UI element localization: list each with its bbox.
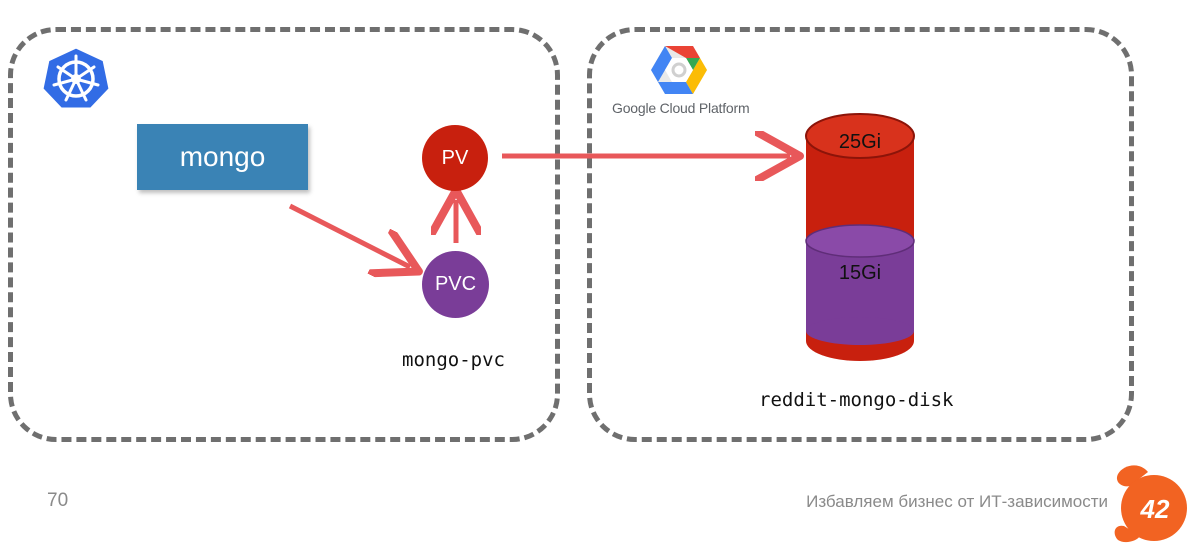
google-cloud-hexagon-icon — [651, 46, 707, 94]
pv-node: PV — [422, 125, 488, 191]
disk-name: reddit-mongo-disk — [759, 389, 954, 411]
page-number: 70 — [47, 490, 69, 511]
kubernetes-cluster-zone — [8, 27, 560, 442]
arrow-mongo-to-pvc — [288, 203, 410, 267]
badge-number: 42 — [1140, 494, 1170, 524]
company-badge: 42 — [1114, 465, 1187, 543]
kubernetes-helm-icon — [40, 45, 112, 111]
gcp-label: Google Cloud Platform — [612, 100, 750, 116]
pvc-name: mongo-pvc — [402, 349, 505, 371]
disk-total-capacity: 25Gi — [838, 131, 882, 153]
mongo-workload: mongo — [137, 124, 308, 190]
footer-tagline: Избавляем бизнес от ИТ-зависимости — [806, 492, 1108, 511]
disk-used-capacity: 15Gi — [838, 262, 882, 284]
gcp-zone — [587, 27, 1134, 442]
pvc-node: PVC — [422, 251, 489, 318]
persistent-disk — [805, 113, 915, 361]
